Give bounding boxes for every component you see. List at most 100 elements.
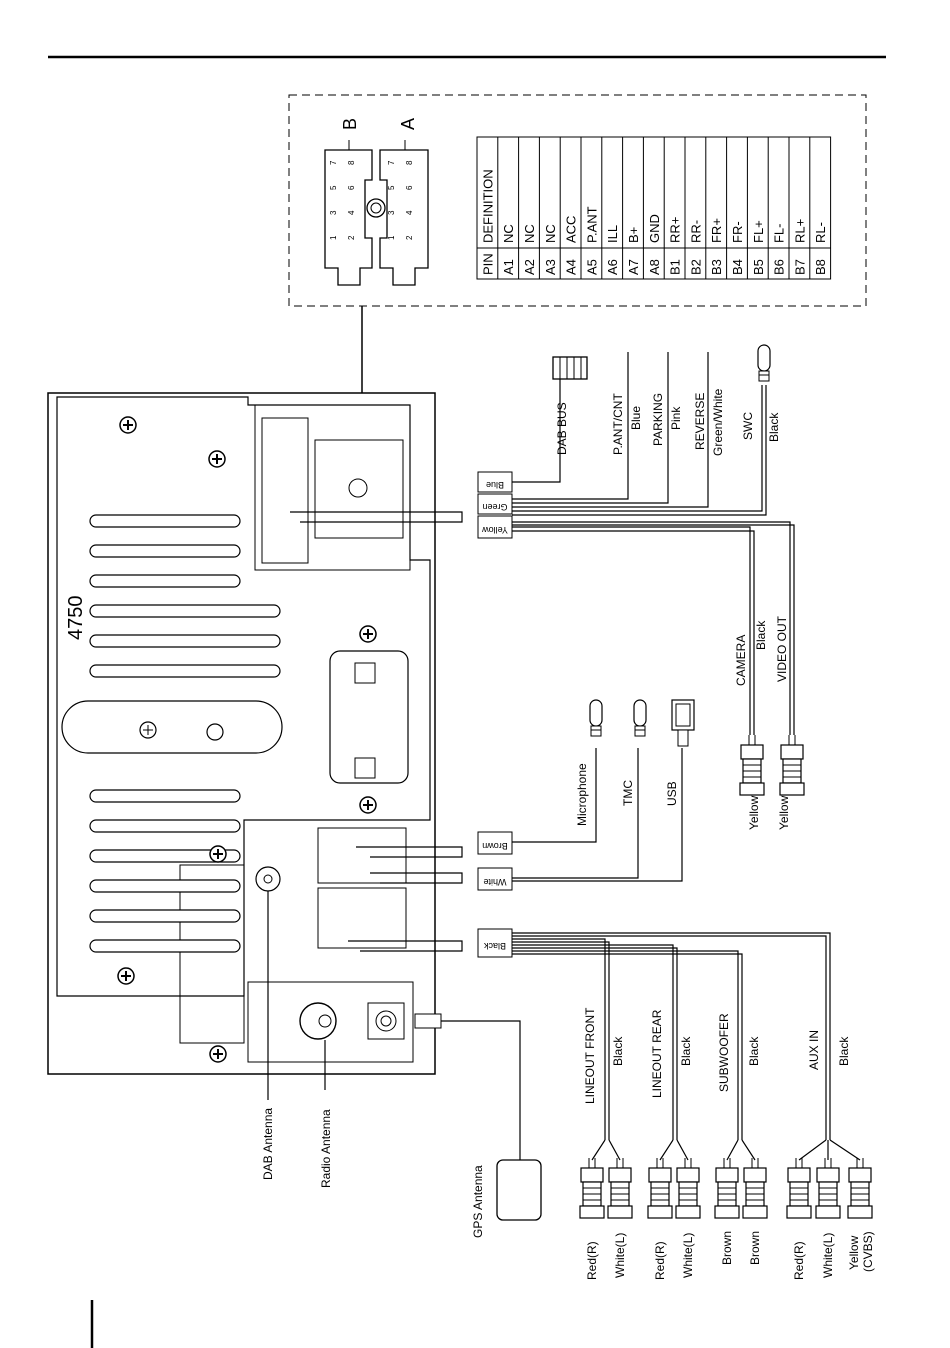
pin-table-cell-definition: ILL — [605, 225, 620, 243]
pin-table-cell-definition: FL+ — [751, 220, 766, 243]
swc-jack-icon — [757, 344, 771, 382]
svg-text:5: 5 — [329, 185, 338, 190]
plug-rear-r: Red(R) — [653, 1241, 667, 1280]
svg-text:4: 4 — [347, 210, 356, 215]
pin-table-cell-pin: B5 — [751, 259, 766, 275]
head-unit — [47, 392, 442, 1075]
svg-text:8: 8 — [347, 160, 356, 165]
pin-table-cell-pin: A6 — [605, 259, 620, 275]
pin-table-cell-pin: A2 — [522, 259, 537, 275]
pin-table-cell-pin: B7 — [792, 259, 807, 275]
svg-text:3: 3 — [387, 210, 396, 215]
connector-b: 7 8 5 6 3 4 1 2 — [324, 149, 373, 286]
microphone-jack-icon — [589, 699, 603, 737]
label-lineout-front-black: Black — [611, 1036, 625, 1066]
svg-text:7: 7 — [387, 160, 396, 165]
label-aux-in-black: Black — [837, 1036, 851, 1066]
plug-front-l: White(L) — [613, 1233, 627, 1278]
pin-table: PIN DEFINITION A1 NC A2 NC A3 NC A4 ACC A5 P.ANT A6 I… — [476, 136, 832, 280]
svg-text:1: 1 — [387, 235, 396, 240]
tag-black: Black — [484, 941, 507, 951]
plug-aux-l: White(L) — [821, 1233, 835, 1278]
pin-table-cell-pin: A7 — [626, 259, 641, 275]
label-yellow-1: Yellow — [747, 795, 761, 830]
label-camera-black: Black — [754, 620, 768, 650]
tag-brown: Brown — [482, 841, 508, 851]
label-yellow-2: Yellow — [777, 795, 791, 830]
connector-b-label: B — [340, 118, 360, 130]
pin-table-cell-definition: NC — [522, 224, 537, 243]
tag-yellow: Yellow — [482, 525, 508, 535]
label-subwoofer-black: Black — [747, 1036, 761, 1066]
pin-table-cell-pin: A4 — [564, 259, 579, 275]
tag-white: White — [483, 877, 506, 887]
plug-sub-1: Brown — [720, 1231, 734, 1265]
pin-table-cell-definition: NC — [501, 224, 516, 243]
svg-text:6: 6 — [405, 185, 414, 190]
label-subwoofer: SUBWOOFER — [717, 1013, 731, 1092]
tmc-jack-icon — [633, 699, 647, 737]
lead-color-parking: Pink — [669, 406, 683, 430]
pin-table-cell-definition: NC — [543, 224, 558, 243]
cable-lines — [267, 352, 861, 1165]
lead-color-pant: Blue — [629, 406, 643, 430]
label-video-out: VIDEO OUT — [775, 615, 789, 682]
label-lineout-front: LINEOUT FRONT — [583, 1007, 597, 1104]
pin-table-cell-definition: RL+ — [792, 219, 807, 243]
svg-text:2: 2 — [347, 235, 356, 240]
dab-bus-connector — [552, 356, 588, 380]
svg-text:6: 6 — [347, 185, 356, 190]
pin-table-cell-definition: P.ANT — [584, 206, 599, 243]
label-tmc: TMC — [621, 780, 635, 806]
label-usb: USB — [665, 781, 679, 806]
pin-table-cell-pin: A3 — [543, 259, 558, 275]
pin-table-cell-definition: FR- — [730, 221, 745, 243]
pin-table-cell-definition: GND — [647, 214, 662, 243]
label-lineout-rear-black: Black — [679, 1036, 693, 1066]
plug-rear-l: White(L) — [681, 1233, 695, 1278]
label-radio-antenna: Radio Antenna — [319, 1109, 333, 1188]
svg-text:2: 2 — [405, 235, 414, 240]
plug-aux-r: Red(R) — [792, 1241, 806, 1280]
label-gps-antenna: GPS Antenna — [471, 1165, 485, 1238]
plug-aux-cvbs: (CVBS) — [861, 1231, 875, 1272]
pin-table-cell-definition: RR- — [688, 220, 703, 243]
lead-color-reverse: Green/White — [711, 388, 725, 456]
pin-table-cell-definition: RR+ — [668, 217, 683, 243]
svg-text:1: 1 — [329, 235, 338, 240]
video-out-rca-icon — [779, 734, 805, 796]
pin-table-header-pin: PIN — [480, 253, 495, 275]
pin-table-cell-pin: B1 — [668, 259, 683, 275]
pin-table-cell-pin: A5 — [584, 259, 599, 275]
pin-table-cell-definition: B+ — [626, 227, 641, 243]
pin-table-cell-definition: ACC — [564, 216, 579, 243]
lead-label-parking: PARKING — [651, 393, 665, 446]
plug-front-r: Red(R) — [585, 1241, 599, 1280]
vent-slots — [89, 514, 281, 953]
pin-table-cell-pin: A1 — [501, 259, 516, 275]
label-lineout-rear: LINEOUT REAR — [650, 1009, 664, 1098]
pin-table-cell-definition: RL- — [813, 222, 828, 243]
connector-center-post — [366, 198, 386, 218]
pin-table-cell-definition: FL- — [772, 224, 787, 244]
tag-blue: Blue — [486, 480, 504, 490]
pin-table-cell-pin: B8 — [813, 259, 828, 275]
lead-label-swc: SWC — [741, 412, 755, 440]
svg-text:7: 7 — [329, 160, 338, 165]
svg-text:4: 4 — [405, 210, 414, 215]
lead-color-swc: Black — [767, 412, 781, 442]
svg-text:3: 3 — [329, 210, 338, 215]
lead-label-dab-bus: DAB BUS — [555, 402, 569, 455]
audio-rca-icons — [579, 1157, 873, 1219]
pin-table-cell-pin: B3 — [709, 259, 724, 275]
pin-table-cell-definition: FR+ — [709, 218, 724, 243]
connector-detail-box — [288, 94, 867, 307]
connector-a: 7 8 5 6 3 4 1 2 — [379, 149, 429, 286]
unit-model-label: 4750 — [65, 596, 87, 641]
label-camera: CAMERA — [734, 635, 748, 686]
connector-a-label: A — [398, 118, 418, 130]
pin-table-header-definition: DEFINITION — [480, 169, 495, 243]
label-dab-antenna: DAB Antenna — [261, 1108, 275, 1180]
plug-aux-yellow: Yellow — [847, 1235, 861, 1270]
